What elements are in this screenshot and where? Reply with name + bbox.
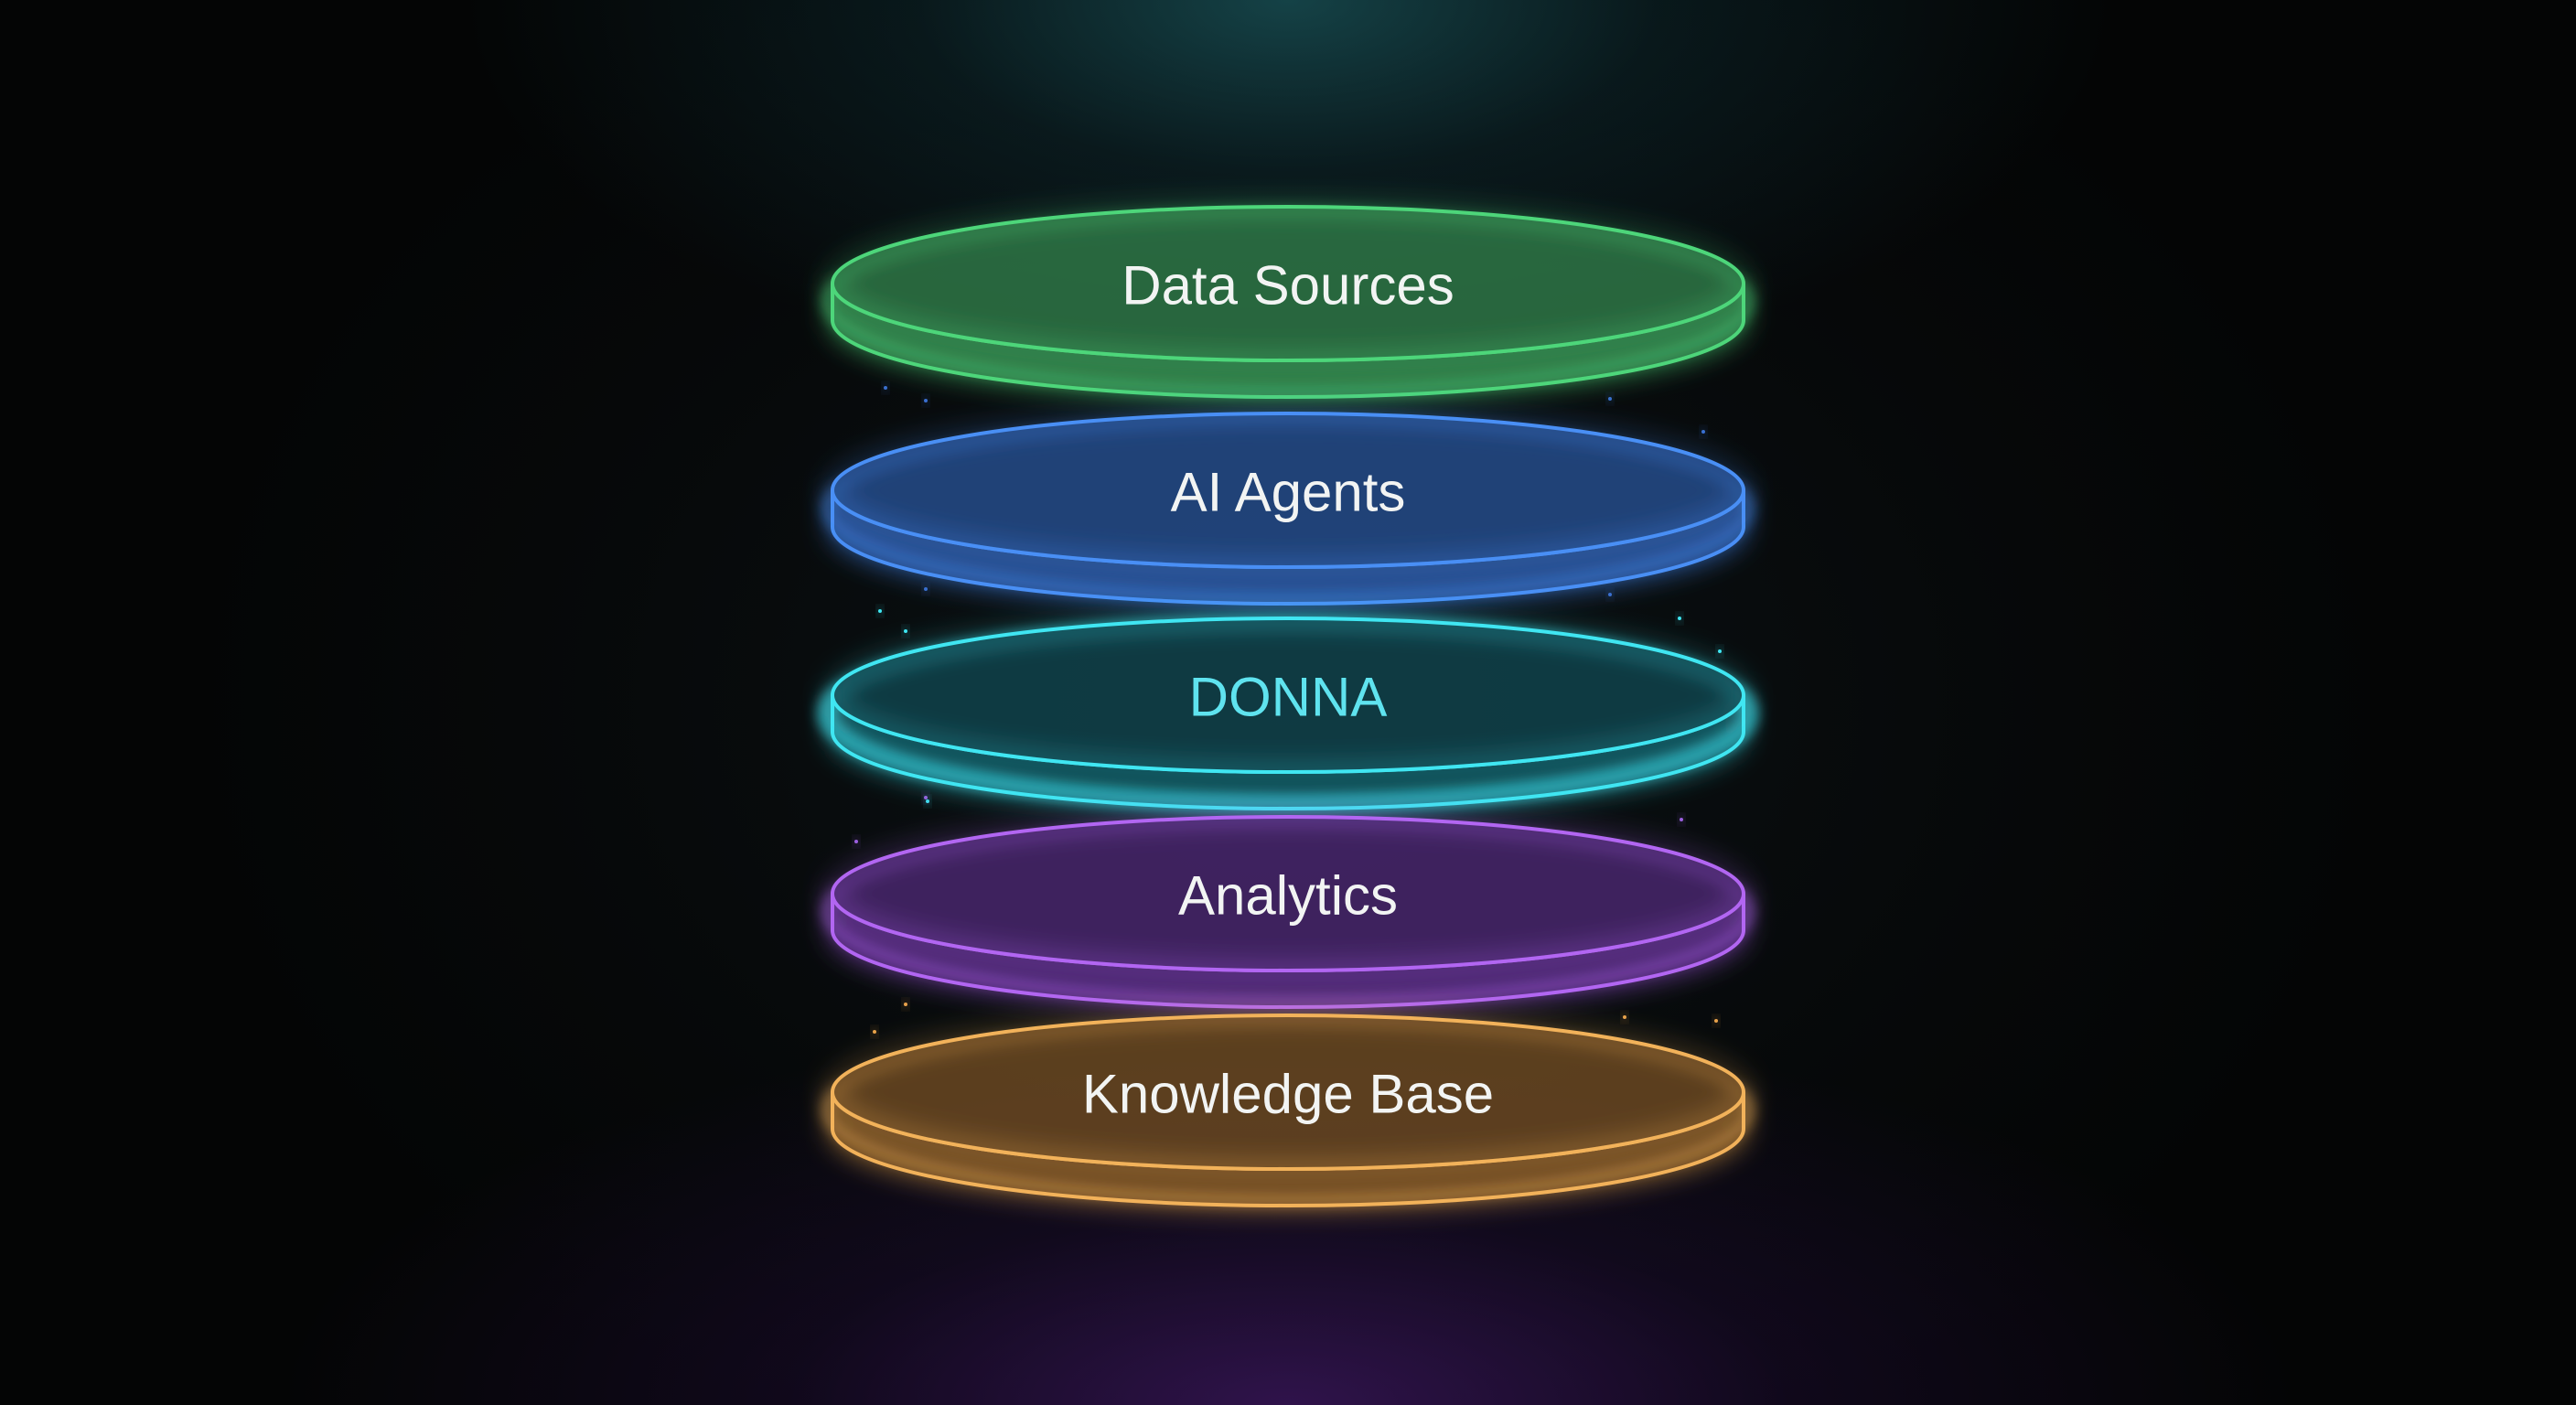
sparkle-dot-core	[1701, 430, 1705, 434]
sparkle-dot-core	[1608, 397, 1612, 401]
disc-top	[832, 618, 1744, 772]
sparkle-dot-core	[873, 1030, 876, 1034]
layer-analytics: Analytics	[821, 815, 1755, 1009]
sparkle-dot-core	[1714, 1019, 1718, 1023]
sparkle-dot-core	[1718, 649, 1722, 653]
layer-donna: DONNA	[817, 614, 1759, 813]
disc-rim	[831, 617, 1745, 774]
layer-label: Data Sources	[1122, 255, 1454, 316]
layer-label: Analytics	[1178, 865, 1398, 927]
layer-knowledge-base: Knowledge Base	[821, 1014, 1755, 1207]
sparkle-particles	[853, 385, 1723, 1035]
sparkle-dot-core	[854, 840, 858, 843]
disc-rim	[831, 205, 1745, 362]
layer-label: Knowledge Base	[1082, 1064, 1494, 1125]
disc-top	[832, 207, 1744, 360]
disc-top	[832, 1015, 1744, 1169]
sparkle-dot-core	[1680, 818, 1683, 821]
disc-rim	[831, 1014, 1745, 1171]
layer-data-sources: Data Sources	[821, 205, 1755, 399]
layer-label: AI Agents	[1171, 462, 1406, 523]
disc-rim	[831, 412, 1745, 569]
sparkle-dot-core	[924, 796, 928, 799]
disc-top	[832, 817, 1744, 971]
sparkle-dot-core	[878, 609, 882, 613]
sparkle-dot-core	[884, 386, 887, 390]
disc-rim	[831, 815, 1745, 972]
disc-top	[832, 413, 1744, 567]
sparkle-dot-core	[1623, 1015, 1626, 1019]
sparkle-dot-core	[1678, 617, 1681, 620]
sparkle-dot-core	[904, 1003, 907, 1006]
layer-ai-agents: AI Agents	[821, 412, 1755, 606]
sparkle-dot-core	[924, 587, 928, 591]
sparkle-dot-core	[924, 399, 928, 402]
sparkle-dot-core	[926, 799, 929, 803]
layer-label: DONNA	[1189, 667, 1388, 728]
sparkle-dot-core	[1608, 593, 1612, 596]
sparkle-dot-core	[904, 629, 907, 633]
